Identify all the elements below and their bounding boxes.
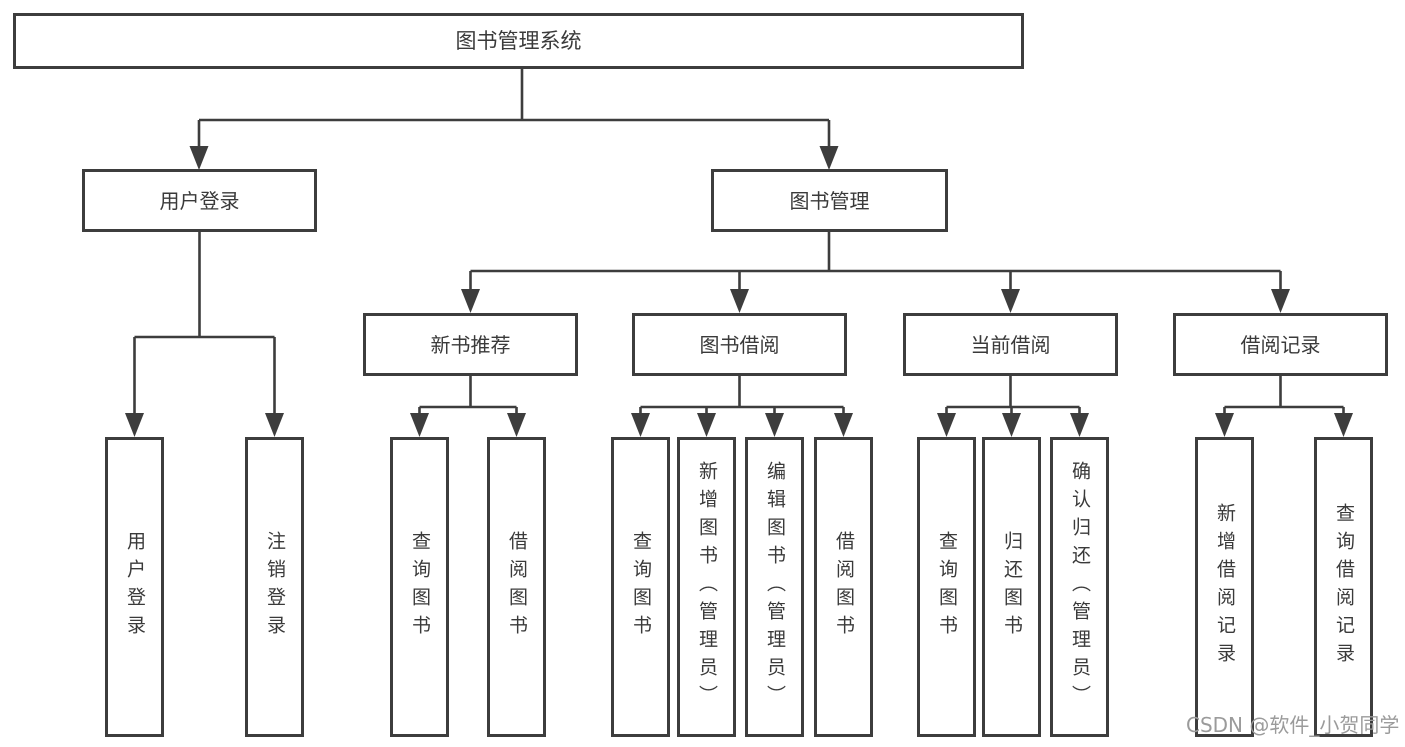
leaf-borrow-books-1: 借阅图书 (487, 437, 546, 737)
connector-book-management-to-level3 (461, 232, 1290, 313)
leaf-query-books-2-label: 查询图书 (630, 531, 652, 643)
leaf-query-books-2: 查询图书 (611, 437, 670, 737)
connector-current-borrow-to-leaves (937, 376, 1089, 437)
node-book-borrow-label: 图书借阅 (699, 332, 780, 357)
leaf-return-books: 归还图书 (982, 437, 1041, 737)
node-borrow-records-label: 借阅记录 (1240, 332, 1321, 357)
connector-root-to-level2 (189, 69, 839, 170)
node-root-library-system: 图书管理系统 (13, 13, 1024, 69)
node-new-book-recommend: 新书推荐 (363, 313, 578, 376)
csdn-watermark: CSDN @软件_小贺同学 (1186, 713, 1400, 737)
leaf-query-books-3: 查询图书 (917, 437, 976, 737)
leaf-borrow-books-2: 借阅图书 (814, 437, 873, 737)
leaf-query-books-1: 查询图书 (390, 437, 449, 737)
node-user-login: 用户登录 (82, 169, 317, 232)
connector-new-book-recommend-to-leaves (410, 376, 526, 437)
node-root-label: 图书管理系统 (455, 28, 582, 53)
node-book-borrow: 图书借阅 (632, 313, 847, 376)
node-current-borrow-label: 当前借阅 (970, 332, 1051, 357)
node-book-management-label: 图书管理 (789, 188, 870, 213)
node-borrow-records: 借阅记录 (1173, 313, 1388, 376)
connector-user-login-to-leaves (125, 232, 284, 437)
leaf-query-books-3-label: 查询图书 (936, 531, 958, 643)
leaf-confirm-return-admin-label: 确认归还（管理员） (1069, 461, 1091, 713)
leaf-add-borrow-record: 新增借阅记录 (1195, 437, 1254, 737)
node-book-management: 图书管理 (711, 169, 948, 232)
connector-borrow-records-to-leaves (1215, 376, 1353, 437)
node-current-borrow: 当前借阅 (903, 313, 1118, 376)
leaf-borrow-books-1-label: 借阅图书 (506, 531, 528, 643)
leaf-query-borrow-record: 查询借阅记录 (1314, 437, 1373, 737)
connector-book-borrow-to-leaves (631, 376, 853, 437)
node-new-book-recommend-label: 新书推荐 (430, 332, 511, 357)
leaf-user-login: 用户登录 (105, 437, 164, 737)
leaf-logout-label: 注销登录 (264, 531, 286, 643)
leaf-user-login-label: 用户登录 (124, 531, 146, 643)
leaf-return-books-label: 归还图书 (1001, 531, 1023, 643)
leaf-add-borrow-record-label: 新增借阅记录 (1214, 503, 1236, 671)
leaf-edit-books-admin-label: 编辑图书（管理员） (764, 461, 786, 713)
node-user-login-label: 用户登录 (159, 188, 240, 213)
leaf-query-books-1-label: 查询图书 (409, 531, 431, 643)
leaf-borrow-books-2-label: 借阅图书 (833, 531, 855, 643)
leaf-confirm-return-admin: 确认归还（管理员） (1050, 437, 1109, 737)
leaf-query-borrow-record-label: 查询借阅记录 (1333, 503, 1355, 671)
leaf-add-books-admin-label: 新增图书（管理员） (696, 461, 718, 713)
leaf-edit-books-admin: 编辑图书（管理员） (745, 437, 804, 737)
leaf-add-books-admin: 新增图书（管理员） (677, 437, 736, 737)
leaf-logout: 注销登录 (245, 437, 304, 737)
